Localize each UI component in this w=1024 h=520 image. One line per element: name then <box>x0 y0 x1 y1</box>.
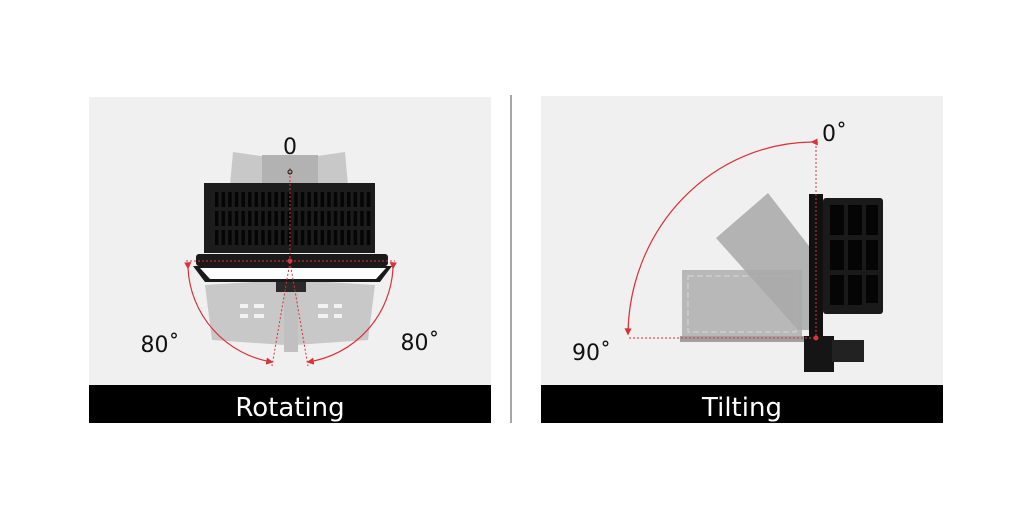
grille-slot <box>281 192 285 207</box>
grille-slot <box>314 211 318 226</box>
rotation-right-angle-label: 80˚ <box>401 331 440 356</box>
grille-slot <box>347 192 351 207</box>
grille-slot <box>248 192 252 207</box>
grille-slot <box>221 192 226 207</box>
grille-slot <box>294 230 298 245</box>
grille-slot <box>228 230 232 245</box>
tilt-zero-label: 0˚ <box>822 122 847 147</box>
grille-slot <box>320 192 325 207</box>
grille-slot <box>248 211 252 226</box>
grille-slot <box>287 192 292 207</box>
caption-bar <box>89 385 491 423</box>
grille-slot <box>267 211 272 226</box>
grille-slot <box>340 230 344 245</box>
grille-slot <box>234 192 239 207</box>
grille-slot <box>241 211 245 226</box>
grille-slot <box>347 211 351 226</box>
grille-slot <box>261 211 265 226</box>
rotating-panel: 0 80˚ 80˚ Rotating <box>89 97 491 423</box>
grille-slot <box>215 192 219 207</box>
grille-slot <box>300 192 305 207</box>
grille-slot <box>333 211 338 226</box>
grille-slot <box>267 230 272 245</box>
grille-slot <box>261 230 265 245</box>
grille-slot <box>327 211 331 226</box>
grille-slot <box>366 230 371 245</box>
grille-slot <box>281 211 285 226</box>
caption-bar <box>541 385 943 423</box>
grille-slot <box>274 211 278 226</box>
grille-slot <box>327 192 331 207</box>
grille-slot <box>366 211 371 226</box>
grille-slot <box>215 230 219 245</box>
grille-slot <box>248 230 252 245</box>
rotating-caption: Rotating <box>235 393 344 423</box>
tilting-panel: 0˚ 90˚ Tilting <box>541 96 943 423</box>
tilt-guides <box>624 138 819 341</box>
grille-slot <box>307 230 311 245</box>
grille-slot <box>241 192 245 207</box>
grille-slot <box>307 211 311 226</box>
grille-slot <box>261 192 265 207</box>
grille-slot <box>353 211 358 226</box>
grille-slot <box>307 192 311 207</box>
rotation-guides <box>184 168 397 367</box>
grille-slot <box>215 211 219 226</box>
grille-slot <box>274 192 278 207</box>
grille-slot <box>320 230 325 245</box>
grille-slot <box>366 192 371 207</box>
grille-slot <box>234 211 239 226</box>
grille-slot <box>333 230 338 245</box>
grille-slot <box>221 211 226 226</box>
grille-slot <box>360 230 364 245</box>
rotation-left-angle-label: 80˚ <box>141 333 180 358</box>
grille-slot <box>254 211 259 226</box>
grille-slot <box>333 192 338 207</box>
grille-slot <box>327 230 331 245</box>
grille-slot <box>340 192 344 207</box>
grille-slot <box>281 230 285 245</box>
grille-slot <box>347 230 351 245</box>
grille-slot <box>360 211 364 226</box>
grille-slot <box>314 192 318 207</box>
grille-slot <box>287 211 292 226</box>
grille-slot <box>267 192 272 207</box>
grille-slot <box>294 211 298 226</box>
grille-slot <box>360 192 364 207</box>
grille-slot <box>274 230 278 245</box>
tilting-caption: Tilting <box>701 393 782 423</box>
grille-slot <box>254 192 259 207</box>
grille-slot <box>221 230 226 245</box>
rotation-zero-label: 0 <box>283 135 297 160</box>
grille-slot <box>241 230 245 245</box>
tilt-ninety-label: 90˚ <box>572 341 611 366</box>
grille-slot <box>353 230 358 245</box>
grille-slot <box>254 230 259 245</box>
grille-slot <box>300 230 305 245</box>
grille-slot <box>314 230 318 245</box>
grille-slot <box>300 211 305 226</box>
grille-slot <box>294 192 298 207</box>
grille-slot <box>320 211 325 226</box>
grille-slot <box>228 211 232 226</box>
grille-slot <box>234 230 239 245</box>
grille-slot <box>287 230 292 245</box>
grille-slot <box>340 211 344 226</box>
grille-slot <box>228 192 232 207</box>
grille-slot <box>353 192 358 207</box>
